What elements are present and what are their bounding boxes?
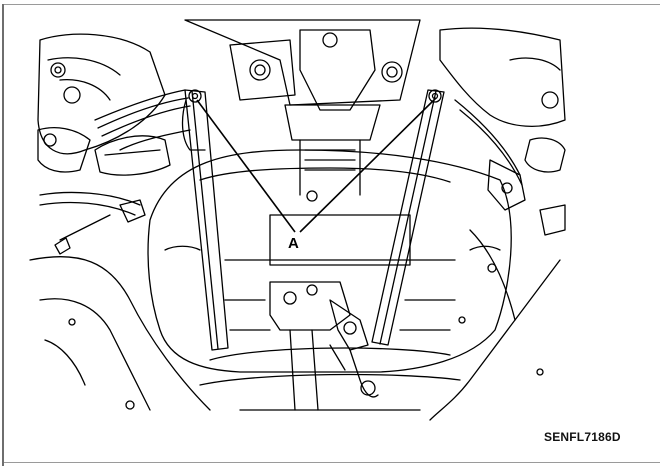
left-tank-strap [181,89,229,351]
bottom-border-rule [4,462,660,463]
left-suspension-cluster [29,33,211,411]
top-border-rule [4,4,660,5]
underbody-line-drawing [29,19,566,421]
rear-axle-lines [199,347,461,411]
callout-label-a: A [288,235,299,252]
right-tank-strap [371,89,445,346]
fuel-tank [147,149,512,373]
left-line-bundle [94,89,191,151]
right-suspension-cluster [429,27,566,421]
left-border-rule [2,4,4,466]
figure-code: SENFL7186D [544,430,621,444]
rear-center-bracket [269,281,379,411]
center-tunnel [184,19,421,202]
callout-leaders [196,97,437,233]
